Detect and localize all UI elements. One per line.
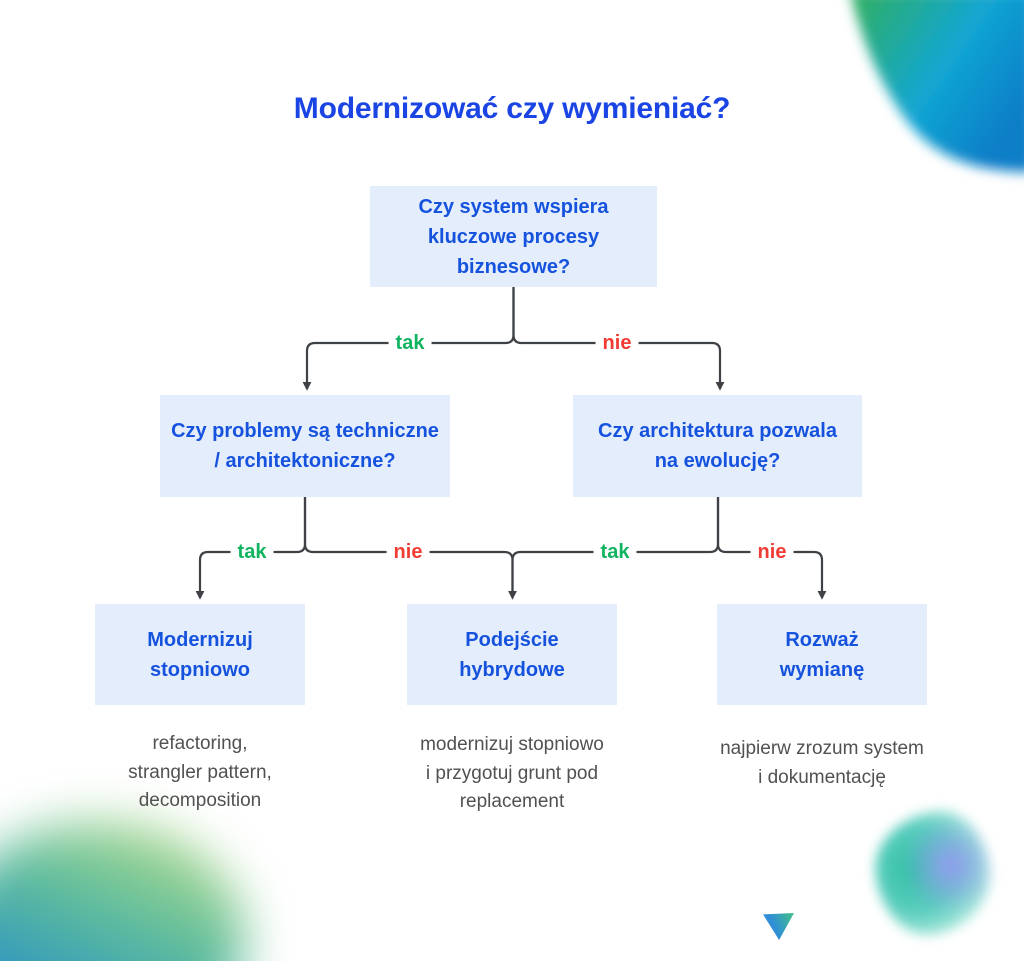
note-modernize: refactoring, strangler pattern, decompos… <box>128 733 272 811</box>
node-question-architecture-label: Czy architektura pozwala na ewolucję? <box>598 420 837 472</box>
node-outcome-replace-label: Rozważ wymianę <box>779 628 865 681</box>
edge-label-left-tak: tak <box>230 542 274 562</box>
node-outcome-hybrid-label: Podejście hybrydowe <box>459 628 565 681</box>
node-outcome-modernize-label: Modernizuj stopniowo <box>147 628 253 681</box>
node-root-question: Czy system wspiera kluczowe procesy bizn… <box>370 186 657 287</box>
page-title: Modernizować czy wymieniać? <box>293 92 731 125</box>
edge-label-root-tak: tak <box>388 333 432 353</box>
edge-label-right-nie: nie <box>750 542 794 562</box>
node-question-architecture: Czy architektura pozwala na ewolucję? <box>573 395 862 497</box>
node-root-question-label: Czy system wspiera kluczowe procesy bizn… <box>418 195 609 278</box>
edge-label-right-tak: tak <box>593 542 637 562</box>
edge-label-left-nie: nie <box>386 542 430 562</box>
note-replace: najpierw zrozum system i dokumentację <box>720 738 924 788</box>
node-outcome-modernize: Modernizuj stopniowo <box>95 604 305 705</box>
node-question-technical: Czy problemy są techniczne / architekton… <box>160 395 450 497</box>
node-outcome-hybrid: Podejście hybrydowe <box>407 604 617 705</box>
note-hybrid: modernizuj stopniowo i przygotuj grunt p… <box>420 734 604 812</box>
edge-label-root-nie: nie <box>595 333 639 353</box>
node-question-technical-label: Czy problemy są techniczne / architekton… <box>171 420 439 472</box>
node-outcome-replace: Rozważ wymianę <box>717 604 927 705</box>
